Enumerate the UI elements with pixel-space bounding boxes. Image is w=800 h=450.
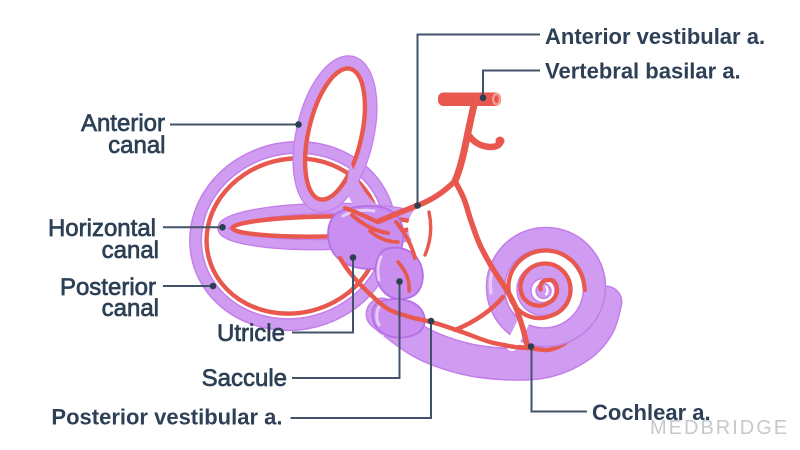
svg-text:Horizontal: Horizontal xyxy=(48,215,156,242)
svg-text:canal: canal xyxy=(108,132,165,159)
svg-text:Posterior vestibular a.: Posterior vestibular a. xyxy=(51,405,282,430)
svg-text:Anterior: Anterior xyxy=(81,110,165,137)
svg-text:Cochlear a.: Cochlear a. xyxy=(592,400,711,425)
svg-text:canal: canal xyxy=(102,295,159,322)
svg-text:MEDBRIDGE: MEDBRIDGE xyxy=(650,417,789,439)
svg-text:canal: canal xyxy=(102,237,159,264)
svg-text:Posterior: Posterior xyxy=(60,274,156,301)
svg-text:Vertebral basilar a.: Vertebral basilar a. xyxy=(545,59,741,84)
svg-text:Anterior vestibular a.: Anterior vestibular a. xyxy=(545,24,765,49)
svg-text:Utricle: Utricle xyxy=(217,320,285,347)
svg-text:Saccule: Saccule xyxy=(202,365,287,392)
